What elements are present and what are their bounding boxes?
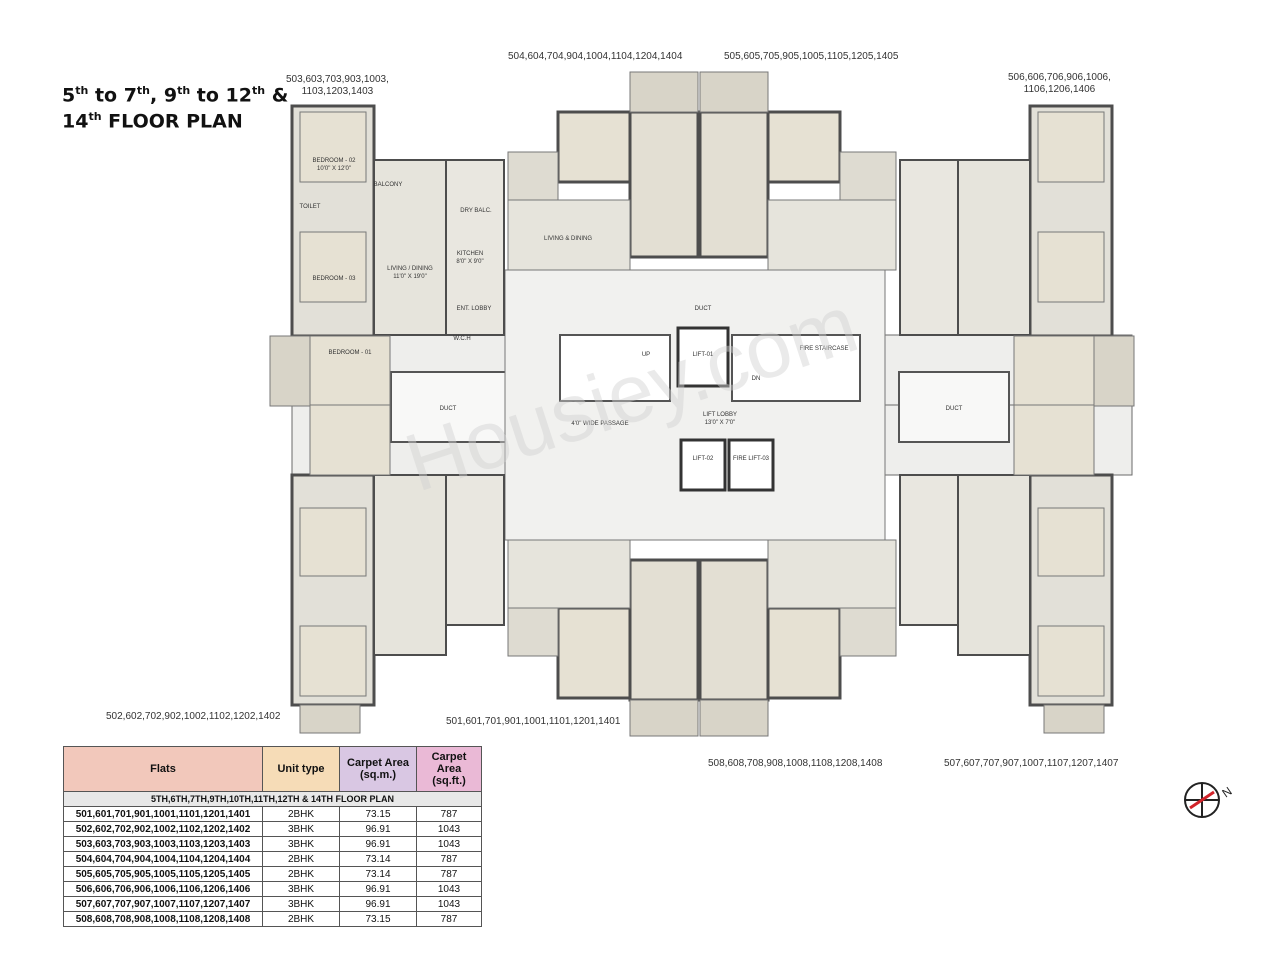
flats-cell: 505,605,705,905,1005,1105,1205,1405 [63,866,263,882]
carpet-sqft-cell: 1043 [416,881,482,897]
header-unit-type: Unit type [262,746,340,792]
floor-plan-title: 5th to 7th, 9th to 12th & 14th FLOOR PLA… [62,84,289,133]
room-label-wch: W.C.H [453,336,470,342]
unit-type-cell: 2BHK [262,806,340,822]
unit-503-block [269,104,505,407]
room-dim-kitchen: 8'0" X 9'0" [456,259,483,265]
header-carpet-area-sqft: Carpet Area(sq.ft.) [416,746,482,792]
room-label-bedroom-02: BEDROOM - 02 [312,158,356,164]
flats-cell: 504,604,704,904,1004,1104,1204,1404 [63,851,263,867]
room-label-lift-lobby: LIFT LOBBY [703,412,737,418]
flats-cell: 502,602,702,902,1002,1102,1202,1402 [63,821,263,837]
table-section-row: 5TH,6TH,7TH,9TH,10TH,11TH,12TH & 14TH FL… [63,791,482,807]
flats-cell: 506,606,706,906,1006,1106,1206,1406 [63,881,263,897]
carpet-sqm-cell: 96.91 [339,881,417,897]
room-label-duct-left: DUCT [440,406,457,412]
unit-502-block [290,404,505,734]
fire-staircase [731,334,861,402]
unit-type-cell: 2BHK [262,866,340,882]
room-label-fire-staircase: FIRE STAIRCASE [800,346,849,352]
room-label-duct-top: DUCT [695,306,712,312]
carpet-sqm-cell: 73.14 [339,866,417,882]
room-dim-bedroom-02: 10'0" X 12'0" [317,166,351,172]
unit-type-cell: 3BHK [262,881,340,897]
central-core [291,269,1133,541]
room-label-lift-02: LIFT-02 [693,456,714,462]
unit-label-504: 504,604,704,904,1004,1104,1204,1404 [508,51,683,62]
floor-plan-drawing: BEDROOM - 02 10'0" X 12'0" LIVING / DINI… [269,71,1135,737]
room-label-balcony: BALCONY [374,182,403,188]
room-label-bedroom-01: BEDROOM - 01 [328,350,372,356]
flats-cell: 508,608,708,908,1008,1108,1208,1408 [63,911,263,927]
unit-type-cell: 2BHK [262,851,340,867]
carpet-sqm-cell: 73.15 [339,806,417,822]
unit-501-508-block [507,539,897,737]
room-label-lift-lobby-dim: 13'0" X 7'0" [705,420,736,426]
header-flats: Flats [63,746,263,792]
section-title: 5TH,6TH,7TH,9TH,10TH,11TH,12TH & 14TH FL… [63,791,482,807]
stair-up-label: UP [642,352,650,358]
unit-label-502: 502,602,702,902,1002,1102,1202,1402 [106,711,281,722]
duct-right [898,371,1010,443]
carpet-sqft-cell: 787 [416,911,482,927]
room-label-duct-right: DUCT [946,406,963,412]
carpet-sqft-cell: 1043 [416,836,482,852]
table-header-row: Flats Unit type Carpet Area(sq.m.) Carpe… [63,746,482,792]
unit-type-cell: 3BHK [262,836,340,852]
room-label-lift-01: LIFT-01 [693,352,714,358]
fire-lift-03 [727,438,775,492]
carpet-sqm-cell: 73.14 [339,851,417,867]
carpet-sqft-cell: 787 [416,866,482,882]
carpet-sqft-cell: 1043 [416,896,482,912]
unit-label-503: 503,603,703,903,1003,1103,1203,1403 [286,74,389,97]
carpet-area-table: Flats Unit type Carpet Area(sq.m.) Carpe… [63,746,482,927]
carpet-sqft-cell: 1043 [416,821,482,837]
carpet-sqft-cell: 787 [416,851,482,867]
header-carpet-area-sqm: Carpet Area(sq.m.) [339,746,417,792]
unit-507-block [899,404,1114,734]
room-label-passage: 4'0" WIDE PASSAGE [571,421,628,427]
unit-type-cell: 3BHK [262,821,340,837]
room-label-bedroom-03: BEDROOM - 03 [312,276,356,282]
room-label-fire-lift: FIRE LIFT-03 [733,456,770,462]
unit-504-505-block [507,71,897,271]
flats-cell: 503,603,703,903,1003,1103,1203,1403 [63,836,263,852]
svg-text:N: N [1219,784,1234,800]
carpet-sqm-cell: 96.91 [339,836,417,852]
carpet-sqm-cell: 96.91 [339,821,417,837]
unit-label-505: 505,605,705,905,1005,1105,1205,1405 [724,51,899,62]
flats-cell: 501,601,701,901,1001,1101,1201,1401 [63,806,263,822]
carpet-sqm-cell: 73.15 [339,911,417,927]
room-label-dry-balc: DRY BALC. [460,208,492,214]
room-label-living-and-dining: LIVING & DINING [544,236,592,242]
room-label-ent-lobby: ENT. LOBBY [457,306,492,312]
unit-type-cell: 3BHK [262,896,340,912]
unit-label-506: 506,606,706,906,1006,1106,1206,1406 [1008,72,1111,95]
compass-icon: N [1184,782,1235,818]
carpet-sqm-cell: 96.91 [339,896,417,912]
room-dim-living-dining: 11'0" X 19'0" [393,274,426,280]
lift-01 [676,326,730,388]
unit-label-501: 501,601,701,901,1001,1101,1201,1401 [446,716,621,727]
unit-type-cell: 2BHK [262,911,340,927]
room-label-living-dining: LIVING / DINING [387,266,433,272]
room-label-toilet: TOILET [300,204,321,210]
stair-dn-label: DN [752,376,761,382]
lift-02 [679,438,727,492]
unit-label-507: 507,607,707,907,1007,1107,1207,1407 [944,758,1119,769]
unit-506-block [899,104,1135,407]
unit-label-508: 508,608,708,908,1008,1108,1208,1408 [708,758,883,769]
staircase-left [559,334,671,402]
carpet-sqft-cell: 787 [416,806,482,822]
flats-cell: 507,607,707,907,1007,1107,1207,1407 [63,896,263,912]
room-label-kitchen: KITCHEN [457,251,483,257]
